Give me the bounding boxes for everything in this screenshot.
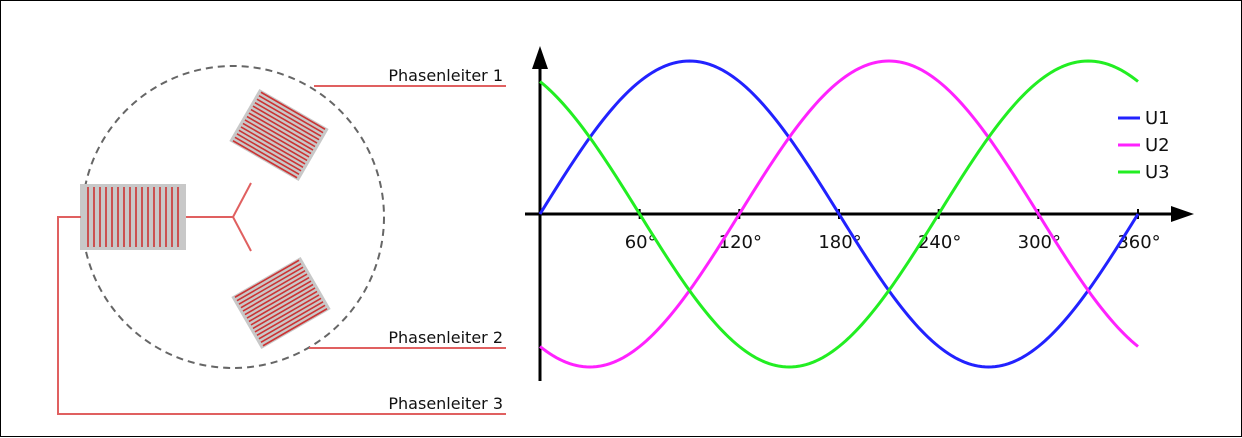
- series-curves: [538, 59, 1140, 369]
- winding: [234, 259, 300, 298]
- winding: [248, 112, 314, 151]
- winding: [240, 126, 306, 165]
- winding: [232, 140, 298, 179]
- winding: [242, 273, 308, 312]
- coil-phase-1: [229, 89, 329, 181]
- series-line-u2: [539, 59, 1139, 369]
- winding: [242, 122, 308, 162]
- x-tick-label: 120°: [719, 232, 762, 253]
- winding: [260, 304, 326, 343]
- winding: [252, 105, 318, 144]
- winding: [246, 115, 312, 155]
- label-phasenleiter-1: Phasenleiter 1: [388, 66, 503, 85]
- winding: [238, 266, 304, 305]
- winding: [258, 301, 324, 340]
- sine-chart: 60° 120° 180° 240° 300° 360° U1 U2 U3: [525, 46, 1194, 381]
- x-axis-arrow: [1171, 206, 1194, 222]
- star-wire-2: [232, 216, 252, 252]
- winding: [260, 91, 326, 130]
- x-tick-label: 300°: [1018, 232, 1061, 253]
- label-phasenleiter-3: Phasenleiter 3: [388, 394, 503, 413]
- winding: [240, 269, 306, 309]
- winding: [256, 98, 322, 137]
- series-line-u3: [539, 59, 1139, 369]
- x-tick-label: 180°: [818, 232, 861, 253]
- coil-phase-3: [80, 184, 186, 250]
- winding: [236, 133, 302, 172]
- y-axis-arrow: [532, 46, 548, 69]
- winding: [262, 308, 328, 347]
- winding: [244, 119, 310, 158]
- coil-phase-2: [231, 257, 331, 349]
- x-tick-label: 240°: [918, 232, 961, 253]
- winding: [256, 297, 322, 337]
- legend-label-u1: U1: [1145, 108, 1170, 129]
- winding: [250, 108, 316, 148]
- winding: [254, 101, 320, 141]
- winding: [258, 95, 324, 134]
- winding: [254, 294, 320, 333]
- series-line-u1: [538, 59, 1140, 369]
- winding: [246, 280, 312, 319]
- x-tick-label: 360°: [1117, 232, 1160, 253]
- x-tick-label: 60°: [625, 232, 657, 253]
- star-wire-1: [232, 182, 252, 218]
- generator-schematic: Phasenleiter 1 Phasenleiter 2 Phasenleit…: [57, 65, 506, 415]
- legend: U1 U2 U3: [1118, 108, 1170, 183]
- legend-label-u3: U3: [1145, 162, 1170, 183]
- winding: [234, 136, 300, 175]
- wire-phasenleiter-3: [57, 216, 506, 415]
- winding: [236, 263, 302, 302]
- winding: [250, 287, 316, 326]
- legend-label-u2: U2: [1145, 135, 1170, 156]
- winding: [252, 290, 318, 330]
- winding: [248, 283, 314, 323]
- x-ticks: 60° 120° 180° 240° 300° 360°: [625, 209, 1161, 253]
- winding: [244, 276, 310, 316]
- label-phasenleiter-2: Phasenleiter 2: [388, 328, 503, 347]
- winding: [238, 129, 304, 169]
